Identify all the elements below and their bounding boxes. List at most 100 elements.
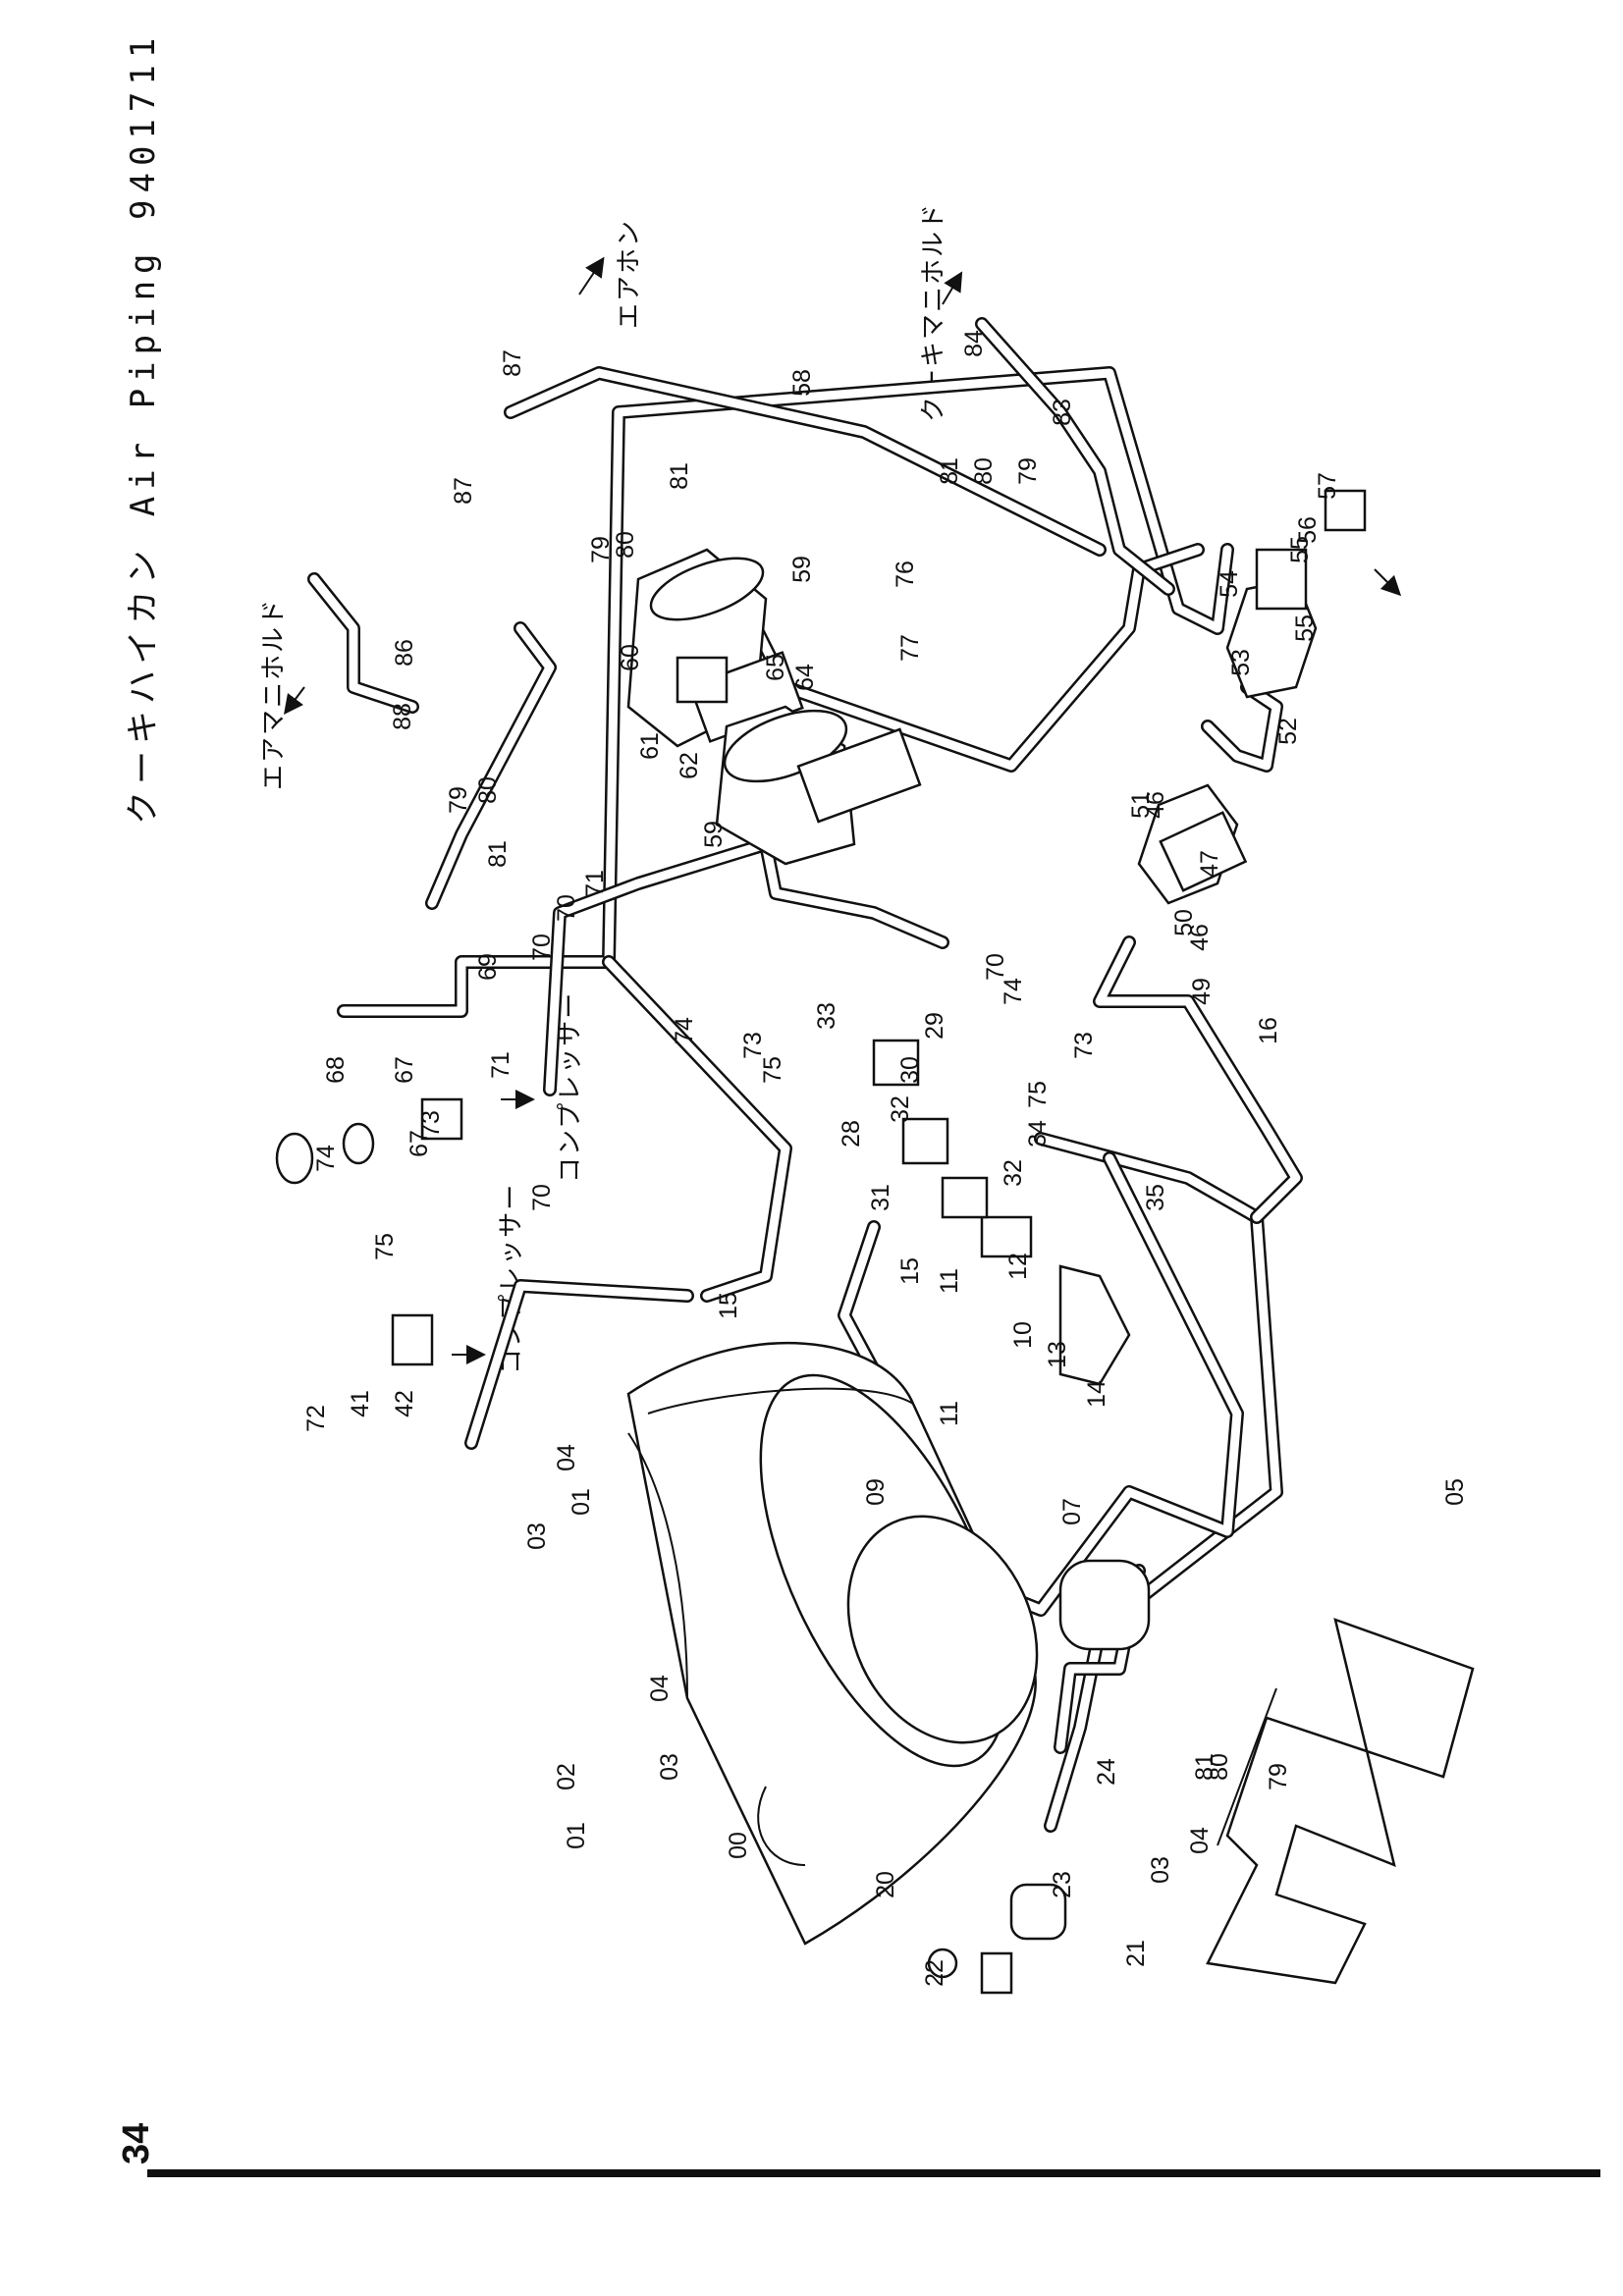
part-label-47: 47 [1196,850,1223,878]
part-label-74: 74 [671,1017,698,1044]
part-label-64: 64 [791,664,819,691]
part-label-00: 00 [725,1832,752,1859]
part-label-02: 02 [553,1763,580,1790]
part-label-80: 80 [1206,1753,1233,1781]
part-label-46: 46 [1186,924,1214,951]
part-label-75: 75 [371,1233,399,1260]
part-label-15: 15 [715,1292,742,1319]
part-label-74: 74 [312,1145,340,1172]
part-label-65: 65 [762,654,789,681]
part-label-75: 75 [759,1056,786,1084]
part-label-21: 21 [1122,1940,1150,1967]
part-label-80: 80 [474,776,502,804]
part-label-07: 07 [1058,1498,1086,1525]
part-number-labels: 0001010203030304040405070910111112131415… [302,330,1469,1987]
part-label-81: 81 [1191,1753,1218,1781]
part-label-73: 73 [739,1032,767,1059]
part-label-03: 03 [656,1753,683,1781]
part-label-46: 46 [1142,791,1169,819]
part-label-70: 70 [528,1184,556,1211]
part-label-15: 15 [896,1257,924,1285]
part-label-04: 04 [646,1675,674,1702]
part-label-01: 01 [563,1822,590,1849]
part-label-52: 52 [1274,718,1302,745]
part-label-62: 62 [676,752,703,779]
part-label-70: 70 [982,953,1009,981]
part-label-55: 55 [1291,614,1319,642]
part-label-09: 09 [862,1478,890,1506]
part-label-54: 54 [1216,570,1243,598]
part-label-76: 76 [892,561,919,588]
part-label-01: 01 [568,1488,595,1516]
part-label-03: 03 [523,1522,551,1550]
part-label-60: 60 [617,644,644,671]
part-label-32: 32 [887,1095,914,1123]
part-label-29: 29 [921,1012,948,1040]
part-label-34: 34 [1024,1120,1052,1148]
part-label-84: 84 [960,330,988,357]
footer-rule [147,2169,1600,2177]
part-label-87: 87 [499,349,526,377]
part-label-55: 55 [1286,536,1314,563]
part-label-42: 42 [391,1390,418,1417]
part-label-05: 05 [1441,1478,1469,1506]
part-label-79: 79 [1265,1763,1292,1790]
part-label-81: 81 [484,840,512,868]
component-outlines [275,489,1367,1995]
part-label-79: 79 [1014,457,1042,485]
part-label-53: 53 [1227,649,1255,676]
part-label-14: 14 [1083,1380,1110,1408]
part-label-71: 71 [487,1051,514,1079]
part-label-58: 58 [788,369,816,397]
part-label-83: 83 [1049,399,1076,426]
part-label-33: 33 [813,1002,840,1030]
part-label-59: 59 [788,556,816,583]
part-label-56: 56 [1294,516,1322,544]
part-label-86: 86 [391,639,418,667]
part-label-72: 72 [302,1405,330,1432]
part-label-51: 51 [1127,791,1155,819]
part-label-67: 67 [391,1056,418,1084]
part-label-20: 20 [872,1871,899,1898]
part-label-31: 31 [867,1184,894,1211]
part-label-10: 10 [1009,1321,1037,1349]
part-label-16: 16 [1255,1017,1282,1044]
part-label-04: 04 [553,1444,580,1471]
part-label-24: 24 [1093,1758,1120,1786]
part-label-12: 12 [1004,1253,1032,1280]
mounting-bracket [1206,1618,1475,1985]
part-label-80: 80 [612,531,639,559]
arrows [284,256,1402,1364]
part-label-30: 30 [896,1056,924,1084]
part-label-81: 81 [666,462,693,490]
part-label-11: 11 [936,1401,963,1426]
part-label-73: 73 [417,1110,445,1138]
part-label-71: 71 [581,870,609,897]
part-label-61: 61 [636,732,664,760]
part-label-67: 67 [406,1130,433,1157]
part-label-79: 79 [587,536,615,563]
part-label-75: 75 [1024,1081,1052,1108]
part-label-03: 03 [1147,1856,1174,1884]
part-label-32: 32 [1000,1159,1027,1187]
part-label-79: 79 [445,786,472,814]
part-label-81: 81 [936,457,963,485]
part-label-28: 28 [838,1120,865,1148]
part-label-57: 57 [1314,472,1341,500]
part-label-70: 70 [528,934,556,961]
part-label-22: 22 [921,1959,948,1987]
part-label-23: 23 [1049,1871,1076,1898]
part-label-59: 59 [700,821,728,848]
part-label-41: 41 [347,1390,374,1417]
part-label-13: 13 [1044,1341,1071,1368]
part-label-80: 80 [970,457,998,485]
part-label-88: 88 [389,703,416,730]
part-label-70: 70 [553,894,580,922]
part-label-04: 04 [1186,1827,1214,1854]
part-label-68: 68 [322,1056,350,1084]
part-label-77: 77 [896,634,924,662]
part-label-35: 35 [1142,1184,1169,1211]
part-label-74: 74 [1000,978,1027,1005]
